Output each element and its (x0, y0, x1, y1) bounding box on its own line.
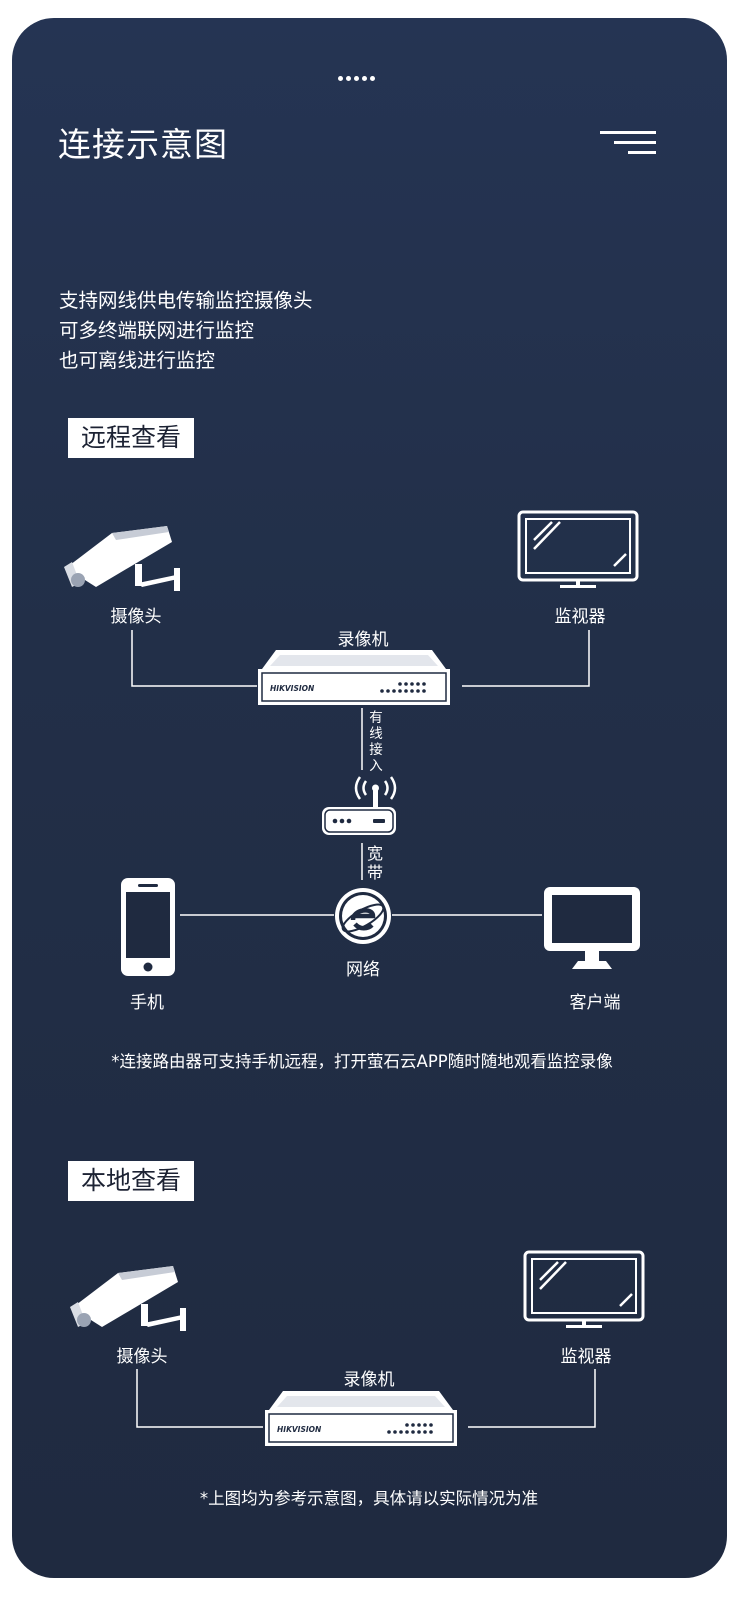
connection-diagram: HIKVISION (64, 510, 645, 1447)
nvr-recorder-icon (257, 649, 451, 706)
remote-view-tag: 远程查看 (68, 418, 195, 458)
pagination-dots (338, 66, 378, 85)
nvr-label: 录像机 (343, 1370, 395, 1390)
camera-label: 摄像头 (110, 607, 162, 627)
internet-explorer-icon (335, 888, 391, 944)
nvr-recorder-icon (264, 1390, 458, 1447)
footer-note: *上图均为参考示意图，具体请以实际情况为准 (199, 1489, 539, 1508)
monitor-icon (523, 1250, 645, 1330)
intro-text: 支持网线供电传输监控摄像头 可多终端联网进行监控 也可离线进行监控 (59, 286, 313, 376)
monitor-label: 监视器 (560, 1347, 612, 1367)
remote-note: *连接路由器可支持手机远程，打开萤石云APP随时随地观看监控录像 (111, 1052, 613, 1071)
smartphone-icon (121, 878, 175, 976)
nvr-label: 录像机 (337, 630, 389, 650)
monitor-label: 监视器 (554, 607, 606, 627)
wired-access-label: 有线接入 (369, 710, 383, 774)
desktop-computer-icon (544, 887, 640, 969)
wifi-router-icon (322, 776, 397, 835)
remote-connection-lines (131, 630, 590, 916)
client-label: 客户端 (569, 993, 621, 1013)
camera-label: 摄像头 (116, 1347, 168, 1367)
intro-line: 也可离线进行监控 (59, 349, 216, 372)
phone-label: 手机 (130, 993, 164, 1013)
camera-icon (64, 526, 180, 591)
camera-icon (70, 1266, 186, 1331)
diagram-card: 连接示意图 支持网线供电传输监控摄像头 可多终端联网进行监控 也可离线进行监控 … (12, 18, 727, 1578)
local-view-tag: 本地查看 (68, 1161, 195, 1201)
local-connection-lines (136, 1369, 596, 1428)
broadband-label: 宽带 (367, 844, 384, 882)
page-title: 连接示意图 (58, 125, 228, 164)
intro-line: 支持网线供电传输监控摄像头 (59, 289, 313, 312)
intro-line: 可多终端联网进行监控 (59, 319, 255, 342)
monitor-icon (517, 510, 639, 590)
network-label: 网络 (346, 960, 380, 980)
